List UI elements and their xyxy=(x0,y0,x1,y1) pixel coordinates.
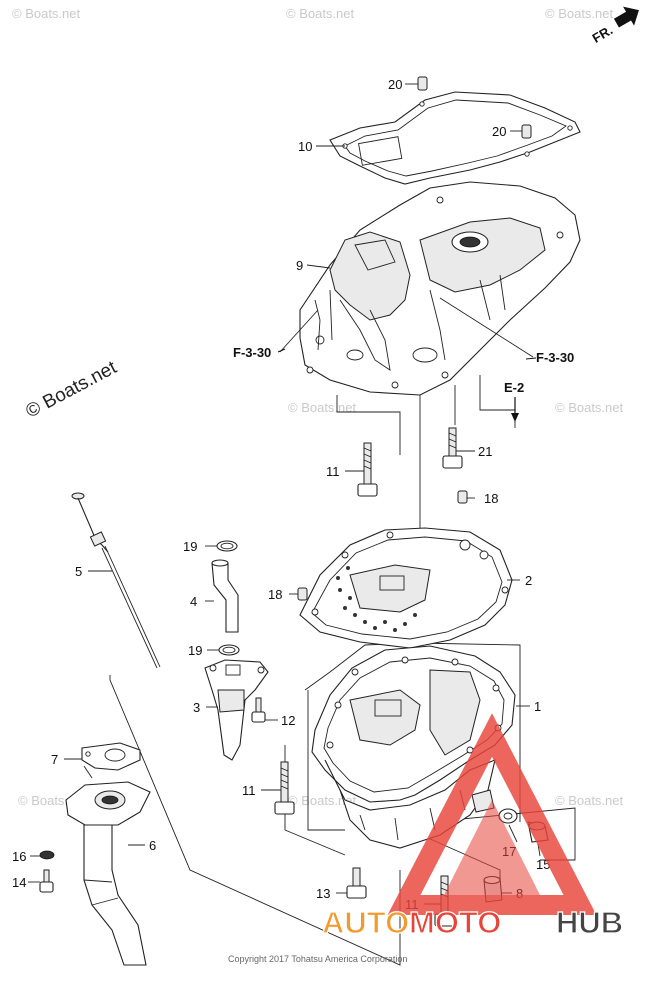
down-arrow-icon xyxy=(511,413,519,422)
watermark-text: © Boats.net xyxy=(545,6,614,21)
label-part-7: 7 xyxy=(51,752,58,767)
label-part-19: 19 xyxy=(188,643,202,658)
part-14-bolt xyxy=(39,869,54,893)
watermark-text: © Boats.net xyxy=(286,6,355,21)
label-part-18: 18 xyxy=(268,587,282,602)
part-13-bolt xyxy=(346,867,367,899)
watermark-text: © Boats.net xyxy=(12,6,81,21)
watermark-text: © Boats.net xyxy=(555,793,624,808)
cross-reference-labels: F-3-30 F-3-30 E-2 xyxy=(233,345,574,422)
watermark-text: © Boats.net xyxy=(288,400,357,415)
copyright-text: Copyright 2017 Tohatsu America Corporati… xyxy=(228,954,407,964)
label-part-10: 10 xyxy=(298,139,312,154)
label-part-13: 13 xyxy=(316,886,330,901)
front-direction-label: FR. xyxy=(590,22,616,45)
automotohub-logo: AUTO MOTO HUB xyxy=(321,713,624,941)
label-part-6: 6 xyxy=(149,838,156,853)
label-part-4: 4 xyxy=(190,594,197,609)
part-9-mounting-adapter xyxy=(299,181,581,396)
label-part-20: 20 xyxy=(388,77,402,92)
label-part-12: 12 xyxy=(281,713,295,728)
front-arrow-icon xyxy=(613,6,639,28)
ref-f-3-30-right: F-3-30 xyxy=(536,350,574,365)
brand-text-auto: AUTO xyxy=(322,905,409,940)
part-10-gasket xyxy=(329,91,581,185)
label-part-16: 16 xyxy=(12,849,26,864)
label-part-18: 18 xyxy=(484,491,498,506)
label-part-9: 9 xyxy=(296,258,303,273)
label-part-19: 19 xyxy=(183,539,197,554)
brand-text-hub: HUB xyxy=(556,905,623,940)
part-3-oil-strainer xyxy=(204,659,269,761)
part-6-strainer-pipe xyxy=(65,781,151,966)
label-part-1: 1 xyxy=(534,699,541,714)
part-19-o-ring xyxy=(216,540,240,656)
part-11-bolt-lower xyxy=(274,761,295,815)
arrow-icon xyxy=(525,357,537,360)
part-2-gasket xyxy=(299,527,513,649)
part-4-pipe xyxy=(211,559,239,633)
label-part-3: 3 xyxy=(193,700,200,715)
label-part-21: 21 xyxy=(478,444,492,459)
part-21-bolt xyxy=(442,427,463,469)
part-12-bolt xyxy=(251,697,266,723)
part-5-dipstick xyxy=(71,492,161,669)
boats-net-watermark: © Boats.net xyxy=(22,357,120,423)
label-part-11: 11 xyxy=(326,464,340,479)
part-20-dowel-pin xyxy=(417,76,532,139)
label-part-20: 20 xyxy=(492,124,506,139)
label-part-5: 5 xyxy=(75,564,82,579)
label-part-11: 11 xyxy=(242,783,256,798)
part-11-bolt xyxy=(357,442,378,497)
watermark-text: © Boats.net xyxy=(555,400,624,415)
ref-e-2: E-2 xyxy=(504,380,524,395)
label-part-14: 14 xyxy=(12,875,26,890)
part-17-gasket-plug xyxy=(498,808,518,824)
label-part-2: 2 xyxy=(525,573,532,588)
watermark-text: © Boats.net xyxy=(288,793,357,808)
brand-text-moto: MOTO xyxy=(409,905,501,940)
part-7-gasket xyxy=(81,742,141,779)
ref-f-3-30-left: F-3-30 xyxy=(233,345,271,360)
part-16-washer xyxy=(39,850,55,860)
